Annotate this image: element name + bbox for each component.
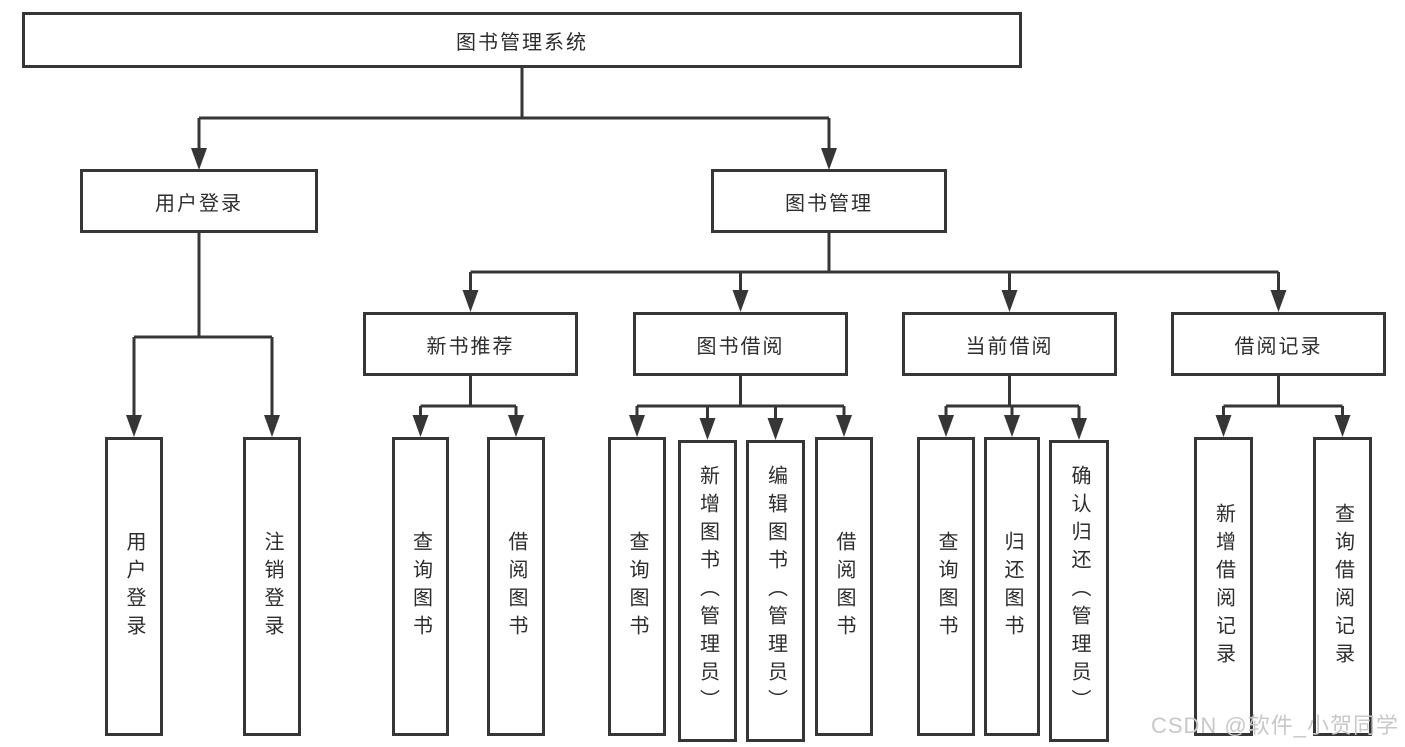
arrowhead xyxy=(1004,415,1020,437)
node-label: 图书管理 xyxy=(785,192,873,215)
node-edit-books-admin: 编辑图书（管理员） xyxy=(746,440,805,742)
node-label: 查询借阅记录 xyxy=(1331,502,1354,671)
node-root: 图书管理系统 xyxy=(22,12,1022,68)
node-borrowing-records: 借阅记录 xyxy=(1171,312,1386,376)
arrowhead xyxy=(264,415,280,437)
node-query-books-current: 查询图书 xyxy=(917,437,975,736)
node-label: 当前借阅 xyxy=(965,335,1054,358)
arrowhead xyxy=(1334,415,1351,437)
node-user-login: 用户登录 xyxy=(80,169,318,233)
node-add-books-admin: 新增图书（管理员） xyxy=(678,440,737,742)
node-label: 新书推荐 xyxy=(426,335,515,358)
node-label: 图书借阅 xyxy=(696,335,785,358)
node-label: 新增借阅记录 xyxy=(1212,502,1235,671)
node-label: 图书管理系统 xyxy=(456,31,588,54)
node-logout: 注销登录 xyxy=(243,437,301,736)
node-label: 查询图书 xyxy=(409,530,432,643)
node-label: 确认归还（管理员） xyxy=(1068,465,1090,717)
arrowhead xyxy=(191,148,207,170)
node-label: 查询图书 xyxy=(626,530,648,643)
arrowhead xyxy=(836,415,852,437)
arrowhead xyxy=(126,415,142,437)
arrowhead xyxy=(938,415,954,437)
node-confirm-return-admin: 确认归还（管理员） xyxy=(1049,440,1109,742)
arrowhead xyxy=(508,415,524,437)
node-query-borrow-record: 查询借阅记录 xyxy=(1313,437,1372,736)
arrowhead xyxy=(1215,415,1232,437)
arrowhead xyxy=(412,415,429,437)
node-label: 查询图书 xyxy=(935,530,957,643)
node-add-borrow-record: 新增借阅记录 xyxy=(1194,437,1253,736)
node-label: 注销登录 xyxy=(261,530,283,643)
arrowhead xyxy=(767,418,784,440)
node-query-books-recommend: 查询图书 xyxy=(392,437,449,736)
arrowhead xyxy=(1071,418,1087,440)
node-label: 借阅记录 xyxy=(1234,335,1323,358)
node-new-book-recommend: 新书推荐 xyxy=(363,312,578,376)
arrowhead xyxy=(629,415,645,437)
arrowhead xyxy=(699,418,716,440)
node-borrow-books-leaf: 借阅图书 xyxy=(815,437,873,736)
node-query-books-borrowing: 查询图书 xyxy=(608,437,666,736)
node-label: 归还图书 xyxy=(1001,530,1023,643)
node-label: 编辑图书（管理员） xyxy=(764,465,787,717)
node-label: 新增图书（管理员） xyxy=(696,465,719,717)
node-current-borrowing: 当前借阅 xyxy=(902,312,1117,376)
csdn-watermark: CSDN @软件_小贺同学 xyxy=(1150,713,1399,738)
node-book-management: 图书管理 xyxy=(711,169,947,233)
arrowhead xyxy=(462,290,479,312)
node-user-login-leaf: 用户登录 xyxy=(105,437,163,736)
arrowhead xyxy=(1270,290,1287,312)
node-book-borrowing: 图书借阅 xyxy=(633,312,848,376)
node-label: 用户登录 xyxy=(155,192,243,215)
node-label: 用户登录 xyxy=(123,530,145,643)
arrowhead xyxy=(821,148,837,170)
node-label: 借阅图书 xyxy=(505,530,527,643)
arrowhead xyxy=(732,290,749,312)
node-return-books: 归还图书 xyxy=(984,437,1040,736)
node-borrow-books-recommend: 借阅图书 xyxy=(487,437,545,736)
arrowhead xyxy=(1001,290,1018,312)
node-label: 借阅图书 xyxy=(833,530,855,643)
